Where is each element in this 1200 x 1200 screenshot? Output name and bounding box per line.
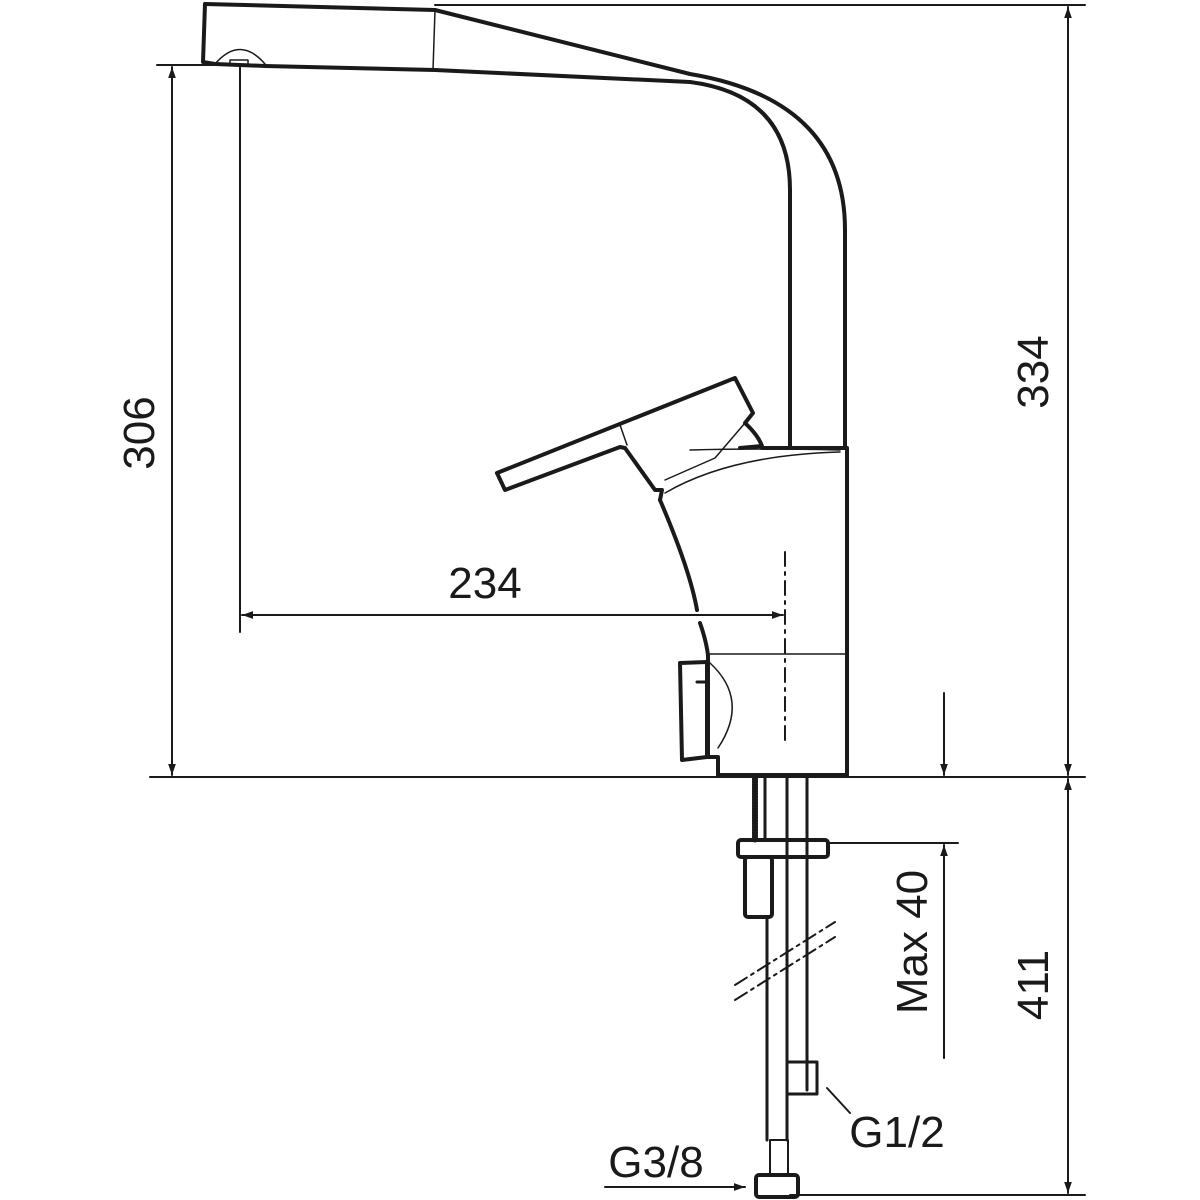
break-line bbox=[734, 921, 836, 1001]
spout bbox=[201, 2, 847, 450]
faucet-body bbox=[658, 446, 849, 777]
lever-handle bbox=[495, 376, 764, 502]
mounting-nut bbox=[736, 838, 830, 859]
threaded-stud bbox=[743, 855, 774, 919]
dimension-lines bbox=[149, 4, 1086, 1196]
label-411: 411 bbox=[1009, 950, 1058, 1020]
g12-fitting bbox=[785, 1060, 819, 1096]
g38-fitting bbox=[754, 1173, 800, 1199]
label-306: 306 bbox=[115, 396, 164, 469]
label-334: 334 bbox=[1009, 335, 1058, 408]
mounting-hardware bbox=[734, 775, 836, 1199]
label-g38: G3/8 bbox=[608, 1138, 703, 1187]
label-g12: G1/2 bbox=[849, 1108, 944, 1157]
temperature-knob bbox=[678, 660, 709, 762]
label-234: 234 bbox=[448, 559, 521, 608]
g12-leader bbox=[826, 1087, 851, 1114]
label-max-40: Max 40 bbox=[888, 870, 937, 1014]
